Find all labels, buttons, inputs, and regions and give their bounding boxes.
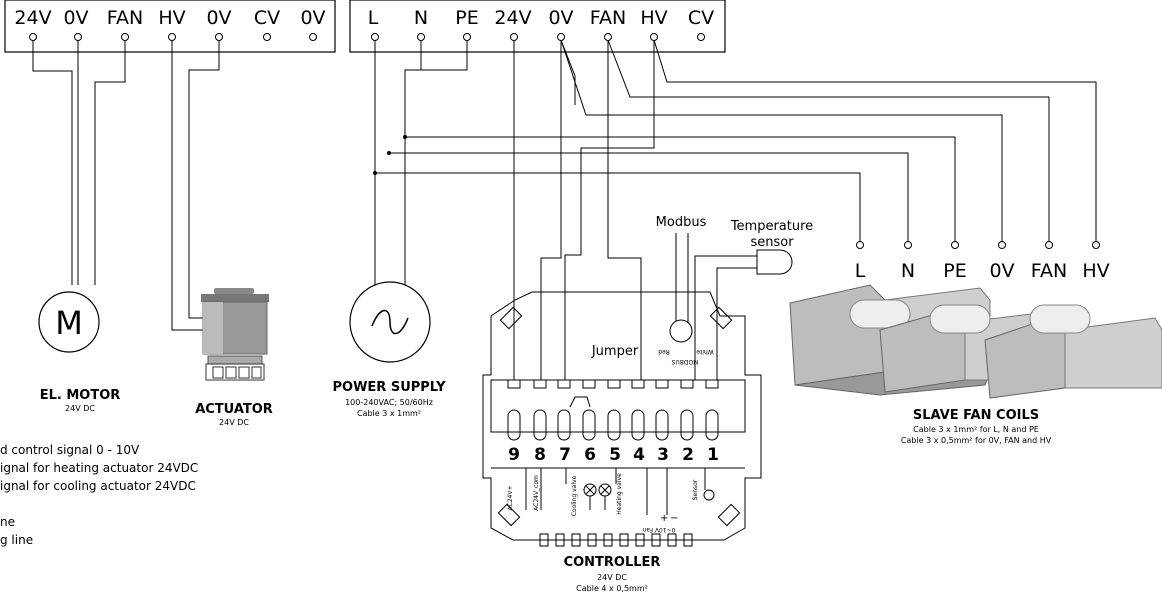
legend-item bbox=[0, 495, 198, 513]
fan-coil-units-illustration bbox=[789, 284, 1162, 399]
controller-small-labels: MODBUS Red White AC24V+ AC24V_com Coolin… bbox=[507, 348, 714, 533]
terminal-label: N bbox=[414, 7, 428, 29]
slave-terminal-label: N bbox=[901, 260, 915, 282]
terminal-label: FAN bbox=[590, 7, 626, 29]
ac24v-com-label: AC24V_com bbox=[533, 475, 540, 511]
terminal-label: 24V bbox=[14, 7, 51, 29]
controller-title: CONTROLLER bbox=[564, 555, 661, 570]
modbus-label: Modbus bbox=[656, 215, 707, 230]
slave-title: SLAVE FAN COILS bbox=[913, 408, 1039, 423]
terminal-number: 8 bbox=[534, 445, 546, 465]
plus-label: + bbox=[660, 513, 668, 524]
slave-terminal-label: L bbox=[855, 260, 866, 282]
terminal-number: 1 bbox=[707, 445, 719, 465]
sensor-small-label: Sensor bbox=[692, 479, 699, 500]
modbus-small-label: MODBUS bbox=[671, 358, 698, 365]
terminal-label: 24V bbox=[494, 7, 531, 29]
terminal-label: CV bbox=[254, 7, 280, 29]
junction-dots bbox=[373, 135, 407, 175]
right-terminal-labels: L N PE 24V 0V FAN HV CV bbox=[368, 7, 714, 29]
controller-sub2: Cable 4 x 0,5mm² bbox=[576, 584, 648, 593]
slave-terminal-label: PE bbox=[943, 260, 966, 282]
terminal-number: 7 bbox=[559, 445, 571, 465]
power-line2: Cable 3 x 1mm² bbox=[357, 409, 421, 418]
legend-item: ignal for cooling actuator 24VDC bbox=[0, 479, 196, 493]
terminal-number: 5 bbox=[609, 445, 621, 465]
slave-terminal-label: 0V bbox=[989, 260, 1014, 282]
legend-item: g line bbox=[0, 533, 34, 547]
terminal-label: FAN bbox=[107, 7, 143, 29]
terminal-label: 0V bbox=[63, 7, 88, 29]
heating-valve-label: Heating valve bbox=[616, 473, 623, 515]
slave-terminal-dots bbox=[856, 241, 1100, 249]
actuator-icon bbox=[201, 288, 269, 381]
right-terminal-screws bbox=[371, 33, 705, 41]
power-line1: 100-240VAC; 50/60Hz bbox=[345, 398, 433, 407]
motor-symbol bbox=[38, 291, 100, 353]
terminal-number: 9 bbox=[508, 445, 520, 465]
slave-terminal-label: FAN bbox=[1031, 260, 1067, 282]
sensor-label: sensor bbox=[750, 235, 794, 250]
terminal-label: CV bbox=[688, 7, 714, 29]
terminal-label: 0V bbox=[300, 7, 325, 29]
left-terminal-block bbox=[4, 0, 336, 53]
motor-title: EL. MOTOR bbox=[40, 388, 121, 403]
minus-label: − bbox=[670, 513, 678, 524]
temperature-sensor-icon bbox=[756, 249, 793, 275]
ac24v-label: AC24V+ bbox=[507, 486, 514, 511]
actuator-title: ACTUATOR bbox=[195, 402, 273, 417]
legend-item: d control signal 0 - 10V bbox=[0, 443, 140, 457]
controller-numbers: 9 8 7 6 5 4 3 2 1 bbox=[508, 445, 719, 465]
slave-line1: Cable 3 x 1mm² for L, N and PE bbox=[913, 425, 1039, 434]
terminal-number: 4 bbox=[633, 445, 645, 465]
controller-sub1: 24V DC bbox=[597, 573, 627, 582]
power-title: POWER SUPPLY bbox=[333, 380, 447, 395]
red-label: Red bbox=[658, 348, 670, 355]
terminal-label: HV bbox=[640, 7, 667, 29]
temperature-label: Temperature bbox=[730, 219, 813, 234]
controller-outline bbox=[482, 291, 762, 547]
slave-terminal-label: HV bbox=[1082, 260, 1109, 282]
left-terminal-labels: 24V 0V FAN HV 0V CV 0V bbox=[14, 7, 325, 29]
terminal-number: 2 bbox=[682, 445, 694, 465]
slave-line2: Cable 3 x 0,5mm² for 0V, FAN and HV bbox=[901, 436, 1052, 445]
jumper-label: Jumper bbox=[591, 344, 639, 359]
actuator-sub: 24V DC bbox=[219, 418, 249, 427]
terminal-number: 3 bbox=[657, 445, 669, 465]
motor-sub: 24V DC bbox=[65, 404, 95, 413]
terminal-number: 6 bbox=[584, 445, 596, 465]
sine-wave-icon bbox=[371, 309, 409, 335]
cooling-valve-label: Cooling valve bbox=[571, 475, 578, 516]
legend-item: ne bbox=[0, 515, 15, 529]
terminal-label: L bbox=[368, 7, 379, 29]
terminal-label: 0V bbox=[206, 7, 231, 29]
legend: d control signal 0 - 10V ignal for heati… bbox=[0, 441, 198, 549]
terminal-label: HV bbox=[158, 7, 185, 29]
right-terminal-block bbox=[349, 0, 726, 53]
legend-item: ignal for heating actuator 24VDC bbox=[0, 461, 199, 475]
motor-letter: M bbox=[55, 304, 83, 342]
white-label: White bbox=[696, 348, 714, 355]
terminal-label: 0V bbox=[548, 7, 573, 29]
wires bbox=[32, 39, 1097, 405]
slave-terminal-labels: L N PE 0V FAN HV bbox=[855, 260, 1110, 282]
terminal-label: PE bbox=[455, 7, 478, 29]
fan-signal-label: 0~10V Fan bbox=[642, 526, 675, 533]
